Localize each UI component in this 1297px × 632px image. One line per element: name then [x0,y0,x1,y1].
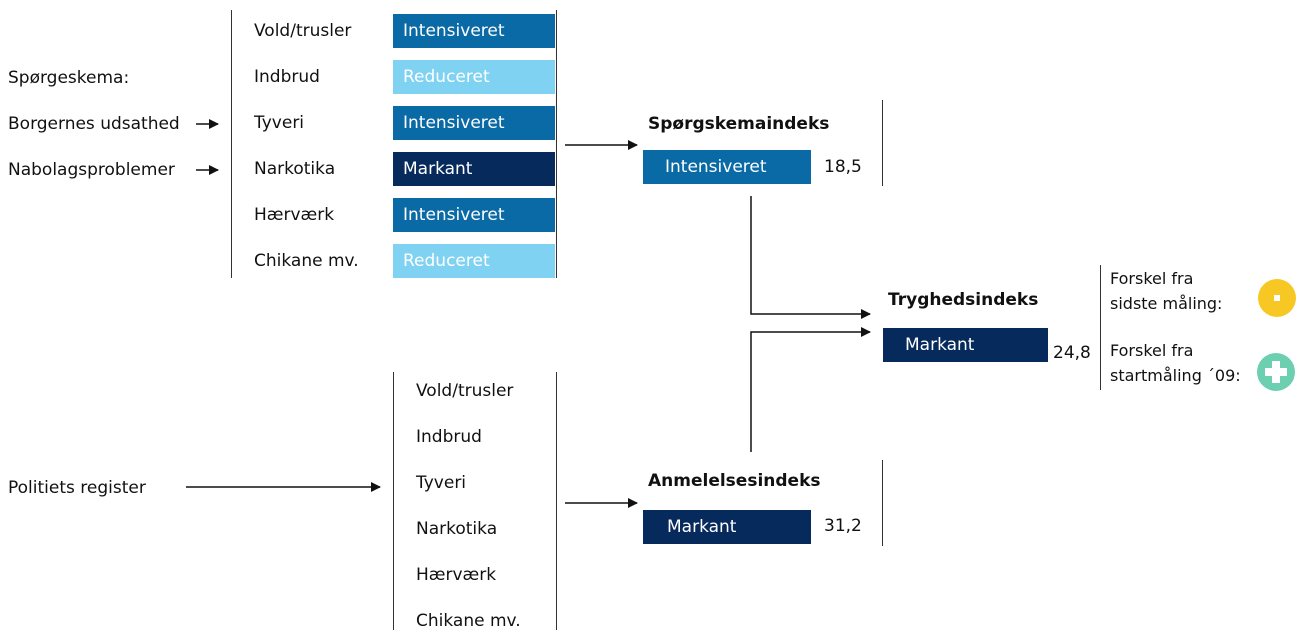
input-politiets-register: Politiets register [8,478,146,498]
police-block-right-border [556,372,557,630]
change-start-line1: Forskel fra [1110,341,1194,360]
anmeldelsesindeks-title: Anmelelsesindeks [648,471,821,491]
neutral-dot-icon [1258,279,1296,317]
change-last-line1: Forskel fra [1110,269,1194,288]
anmeldelsesindeks-level-bar: Markant [643,510,811,544]
spoergeskemaindeks-value: 18,5 [824,157,862,177]
survey-category: Vold/trusler [254,21,352,41]
police-category: Tyveri [416,473,467,493]
survey-category: Indbrud [254,67,320,87]
connector-anmeldelse-to-tryghed [750,327,871,452]
police-block-divider [393,372,394,630]
change-start-line2: startmåling ´09: [1110,366,1241,385]
police-category: Chikane mv. [416,611,521,631]
survey-level-bar: Reduceret [393,60,555,94]
tryghedsindeks-title: Tryghedsindeks [888,290,1039,310]
survey-label: Spørgeskema: [8,68,130,88]
survey-level-bar: Intensiveret [393,106,555,140]
survey-category: Hærværk [254,205,335,225]
input-nabolagsproblemer: Nabolagsproblemer [8,160,175,180]
survey-level-bar: Intensiveret [393,14,555,48]
police-category: Narkotika [416,519,498,539]
anmeldelsesindeks-value: 31,2 [824,516,862,536]
anmeldelsesindeks-border [882,460,883,546]
change-last-line2: sidste måling: [1110,294,1223,313]
tryghedsindeks-level-bar: Markant [883,328,1048,362]
spoergeskemaindeks-title: Spørgskemaindeks [648,114,830,134]
tryghedsindeks-value: 24,8 [1053,343,1091,363]
input-borgernes-udsathed: Borgernes udsathed [8,114,180,134]
survey-category: Tyveri [254,113,305,133]
police-category: Hærværk [416,565,497,585]
police-category: Vold/trusler [416,381,514,401]
spoergeskemaindeks-level-bar: Intensiveret [643,150,811,184]
survey-block-right-border [556,10,557,278]
survey-block-divider [231,10,232,278]
survey-category: Chikane mv. [254,251,359,271]
plus-circle-icon [1257,353,1295,391]
survey-category: Narkotika [254,159,336,179]
police-category: Indbrud [416,427,482,447]
survey-level-bar: Markant [393,152,555,186]
survey-level-bar: Intensiveret [393,198,555,232]
connector-spoergeskema-to-tryghed [750,196,871,319]
spoergeskemaindeks-border [882,100,883,186]
survey-level-bar: Reduceret [393,244,555,278]
change-divider [1100,265,1101,390]
